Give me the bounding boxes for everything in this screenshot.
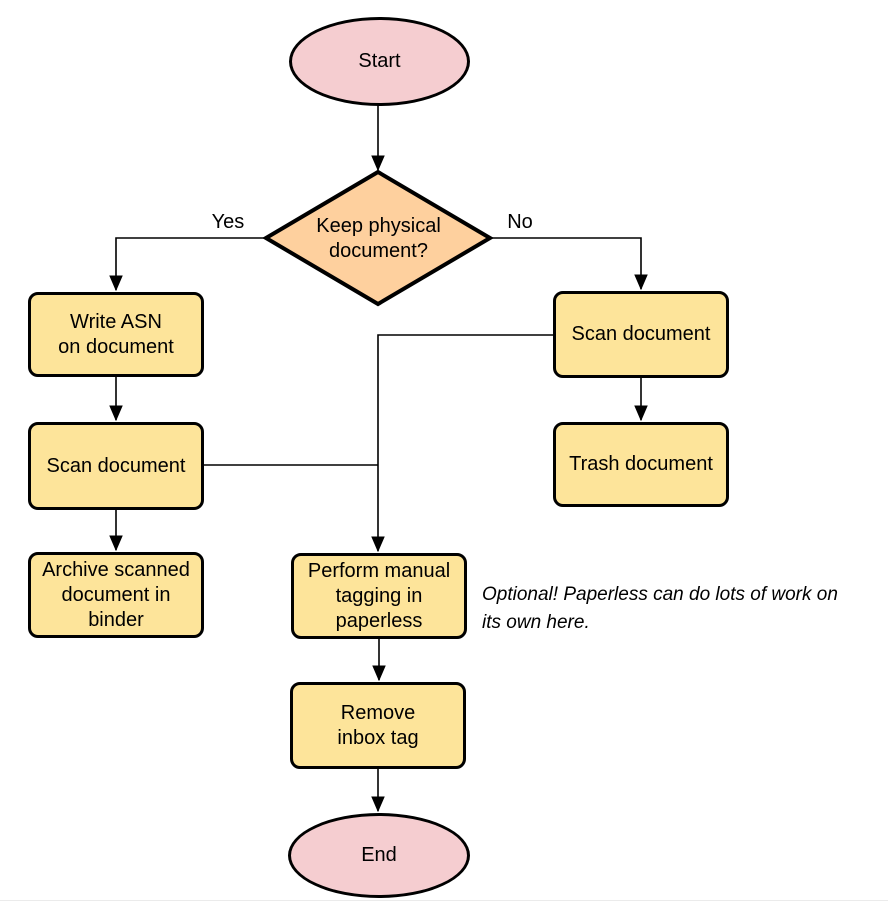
note-optional: Optional! Paperless can do lots of work … [482, 584, 838, 633]
node-end: End [288, 813, 470, 898]
node-scan-document-right-label: Scan document [571, 323, 711, 345]
node-decision-shape [262, 169, 494, 307]
node-start: Start [289, 17, 470, 106]
node-write-asn-label: Write ASN on document [58, 310, 174, 358]
node-trash-document: Trash document [553, 422, 729, 507]
node-scan-document-right: Scan document [553, 291, 729, 378]
node-end-label: End [361, 844, 397, 866]
node-scan-document-left: Scan document [28, 422, 204, 510]
node-scan-document-left-label: Scan document [46, 454, 186, 477]
node-archive-binder-label: Archive scanned document in binder [42, 558, 190, 631]
node-trash-document-label: Trash document [569, 453, 713, 475]
edge-label-no: No [507, 211, 533, 233]
node-decision-label: Keep physical document? [316, 215, 441, 262]
page-separator-line [0, 900, 888, 901]
node-remove-inbox-tag: Remove inbox tag [290, 682, 466, 769]
edge-decision-scan-right [490, 237, 641, 289]
node-perform-tagging: Perform manual tagging in paperless [291, 553, 467, 639]
edge-scan-right-perform-tagging [378, 334, 553, 551]
node-perform-tagging-label: Perform manual tagging in paperless [307, 559, 451, 632]
edge-label-yes: Yes [211, 211, 245, 233]
edge-decision-write-asn [116, 237, 266, 290]
node-remove-inbox-tag-label: Remove inbox tag [337, 701, 419, 749]
node-start-label: Start [358, 50, 401, 72]
node-archive-binder: Archive scanned document in binder [28, 552, 204, 638]
node-write-asn: Write ASN on document [28, 292, 204, 377]
